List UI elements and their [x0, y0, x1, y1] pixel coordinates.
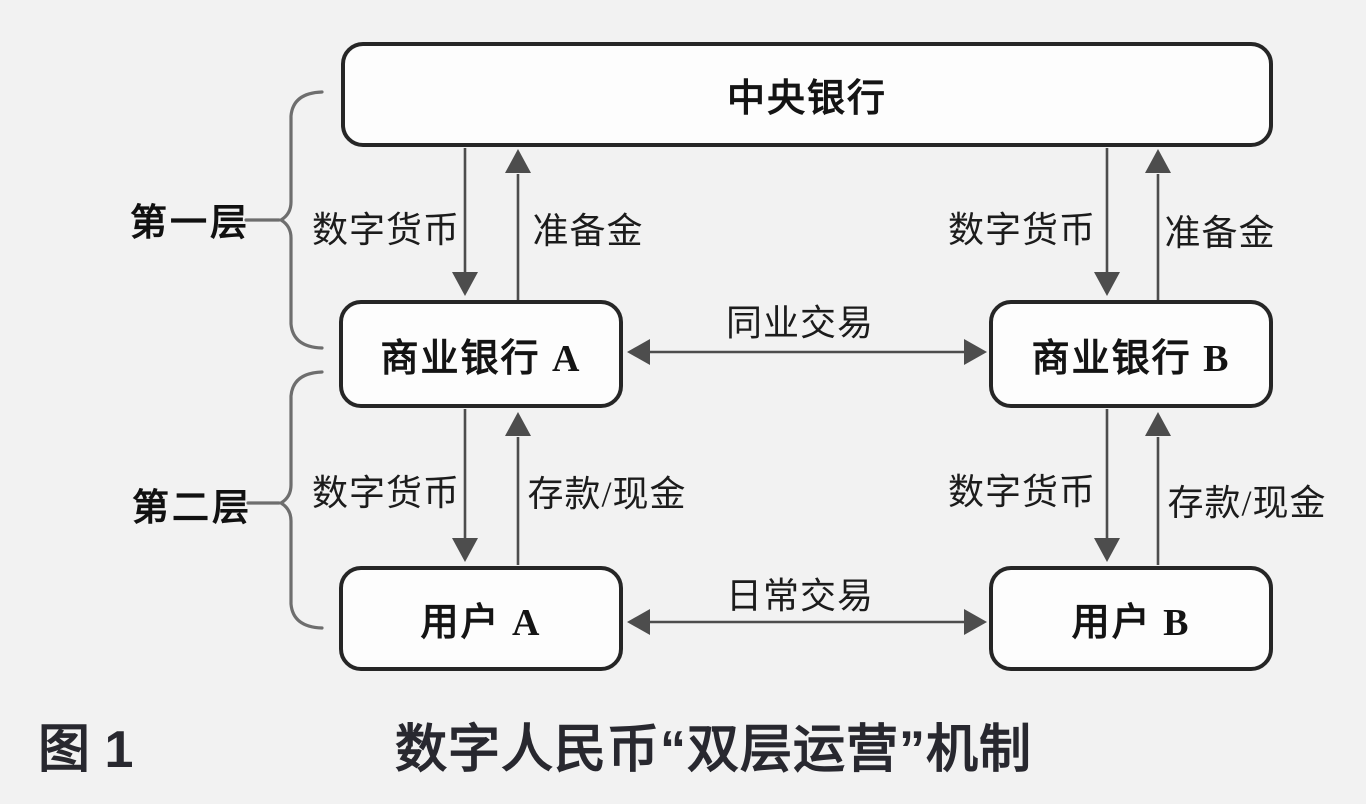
commercial-bank-b-label: 商业银行 B: [1031, 337, 1231, 380]
digital-currency-label-tier2-left: 数字货币: [311, 473, 461, 513]
arrow-bankb-to-centralbank: [1145, 149, 1171, 301]
tier2-label: 第二层: [132, 488, 252, 529]
arrow-usera-to-banka: [505, 412, 531, 565]
arrow-centralbank-to-bankb: [1094, 148, 1120, 296]
commercial-bank-a-label: 商业银行 A: [380, 337, 582, 380]
tier1-label: 第一层: [130, 203, 250, 244]
user-a-label: 用户 A: [420, 602, 542, 644]
figure-title: 数字人民币“双层运营”机制: [395, 720, 1033, 779]
user-a-box: 用户 A: [339, 566, 623, 671]
commercial-bank-b-box: 商业银行 B: [989, 300, 1273, 408]
arrow-daily-trade: [627, 609, 987, 635]
commercial-bank-a-box: 商业银行 A: [339, 300, 623, 408]
user-b-box: 用户 B: [989, 566, 1273, 671]
interbank-trade-label: 同业交易: [725, 303, 875, 343]
digital-currency-label-tier1-right: 数字货币: [947, 210, 1097, 250]
daily-trade-label: 日常交易: [725, 576, 875, 616]
arrow-banka-to-centralbank: [505, 149, 531, 301]
arrow-centralbank-to-banka: [452, 148, 478, 296]
arrow-interbank-trade: [627, 339, 987, 365]
arrow-userb-to-bankb: [1145, 412, 1171, 565]
deposit-cash-label-tier2-right: 存款/现金: [1167, 483, 1327, 523]
central-bank-label: 中央银行: [726, 78, 887, 120]
deposit-cash-label-tier2-left: 存款/现金: [527, 474, 687, 514]
tier1-brace: [277, 90, 324, 350]
reserve-label-tier1-right: 准备金: [1164, 213, 1276, 253]
user-b-label: 用户 B: [1071, 602, 1191, 644]
digital-currency-label-tier1-left: 数字货币: [311, 210, 461, 250]
arrow-banka-to-usera: [452, 409, 478, 562]
reserve-label-tier1-left: 准备金: [532, 211, 644, 251]
arrow-bankb-to-userb: [1094, 409, 1120, 562]
central-bank-box: 中央银行: [341, 42, 1273, 147]
digital-currency-label-tier2-right: 数字货币: [947, 472, 1097, 512]
figure-number-label: 图 1: [38, 720, 134, 779]
tier2-brace: [277, 370, 324, 630]
